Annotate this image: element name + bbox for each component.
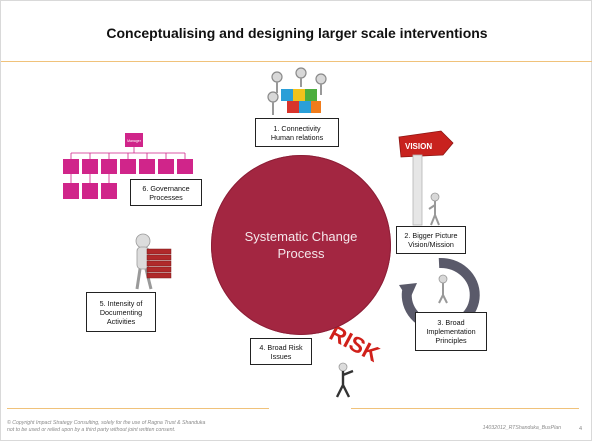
puzzle-team-icon [267, 67, 327, 115]
page-number: 4 [579, 426, 583, 432]
footer-document-ref: 14032012_RTShanduka_BusPlan [482, 425, 561, 431]
vision-sign-text: VISION [405, 142, 432, 151]
slide-title: Conceptualising and designing larger sca… [106, 25, 488, 41]
label-bigger-picture: 2. Bigger Picture Vision/Mission [396, 226, 466, 254]
label-risk-issues: 4. Broad Risk Issues [250, 338, 312, 365]
risk-letters-icon: RISK [325, 320, 384, 398]
org-chart-icon: Manager [63, 133, 193, 199]
label-documenting: 5. Intensity of Documenting Activities [86, 292, 156, 332]
footer-divider-left [7, 408, 269, 409]
label-governance: 6. Governance Processes [130, 179, 202, 206]
person-carrying-books-icon [135, 233, 172, 290]
footer-divider-right [351, 408, 579, 409]
label-connectivity: 1. Connectivity Human relations [255, 118, 339, 147]
vision-signpost-icon: VISION [398, 130, 454, 226]
center-label: Systematic Change Process [244, 229, 358, 261]
org-chart-top-label: Manager [127, 139, 142, 143]
label-implementation: 3. Broad Implementation Principles [415, 312, 487, 351]
footer-copyright: © Copyright Impact Strategy Consulting, … [7, 420, 206, 433]
title-divider [1, 61, 592, 62]
systematic-change-circle: Systematic Change Process [211, 155, 391, 335]
